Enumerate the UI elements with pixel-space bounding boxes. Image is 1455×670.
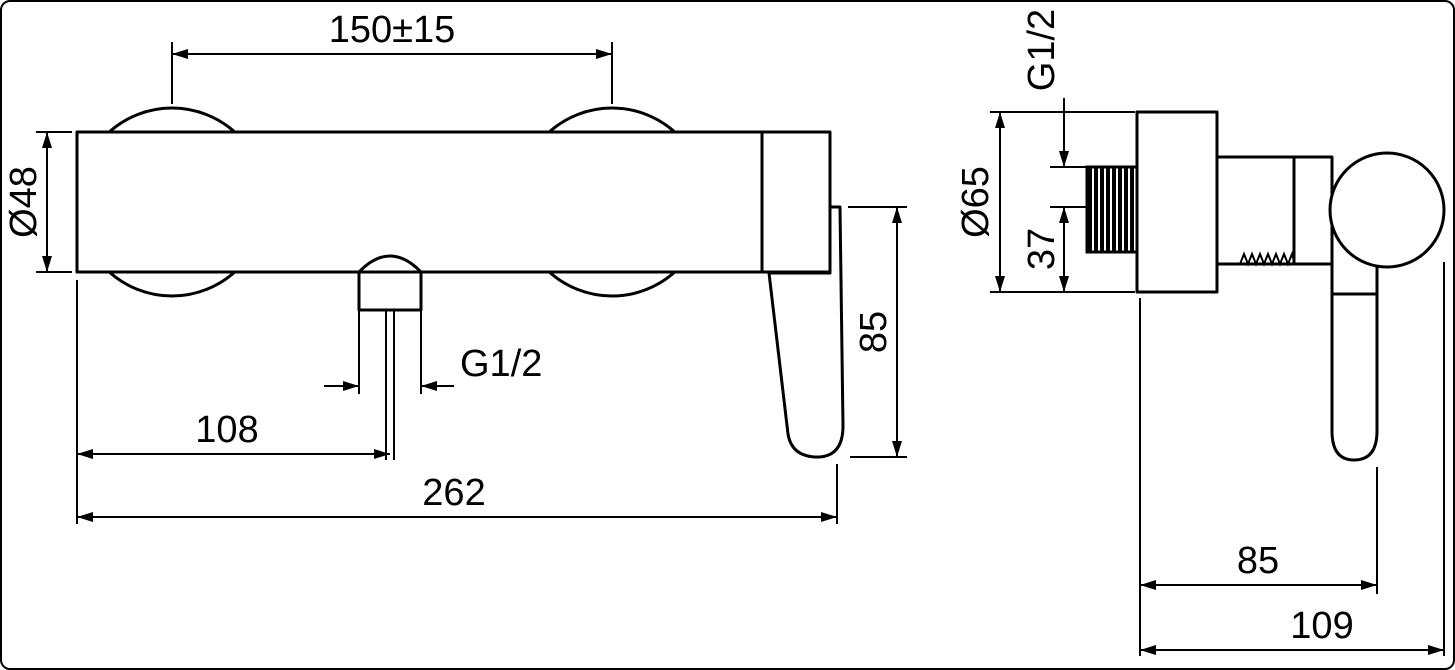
arrow-right-icon — [343, 381, 359, 391]
arrow-right-icon — [821, 512, 837, 522]
arrow-up-icon — [42, 132, 52, 148]
arrow-left-icon — [172, 49, 188, 59]
dim-label-inlet-thread: G1/2 — [460, 343, 542, 385]
handle-cap-circle — [1328, 151, 1446, 269]
dim-inlet-thread: G1/2 — [324, 310, 542, 394]
dim-inlet-position: 108 — [76, 280, 390, 524]
inlet-dome-arc — [357, 254, 423, 274]
arrow-down-icon — [892, 441, 902, 457]
inlet-nut — [357, 270, 423, 312]
dim-rosette-diameter: Ø65 — [955, 111, 1135, 293]
dim-wall-thread: G1/2 — [1021, 9, 1087, 168]
arrow-right-icon — [1361, 580, 1377, 590]
arrow-down-icon — [42, 256, 52, 272]
arrow-up-icon — [892, 207, 902, 223]
arrow-right-icon — [596, 49, 612, 59]
dim-label-center-distance: 150±15 — [329, 9, 456, 51]
front-view: 150±15 Ø48 G1/2 108 — [3, 9, 907, 524]
dim-label-depth-to-handle: 85 — [1237, 540, 1279, 582]
dim-label-total-width: 262 — [422, 472, 485, 514]
arrow-right-icon — [374, 449, 390, 459]
dim-label-thread-length: 37 — [1021, 228, 1063, 270]
mixer-body-side — [1215, 155, 1334, 266]
arrow-left-icon — [421, 381, 437, 391]
dim-center-distance: 150±15 — [171, 9, 613, 104]
dim-label-total-depth: 109 — [1290, 605, 1353, 647]
arrow-left-icon — [77, 449, 93, 459]
dim-depth-to-handle: 85 — [1139, 298, 1378, 656]
dim-handle-length: 85 — [848, 206, 907, 458]
arrow-left-icon — [1140, 580, 1156, 590]
arrow-down-icon — [1059, 276, 1069, 292]
dim-total-width: 262 — [77, 464, 838, 524]
dim-label-body-diameter: Ø48 — [3, 166, 45, 238]
arrow-up-icon — [1059, 207, 1069, 223]
dim-body-diameter: Ø48 — [3, 131, 72, 273]
arrow-down-icon — [995, 276, 1005, 292]
side-view: G1/2 Ø65 37 85 — [955, 9, 1446, 656]
dim-label-inlet-position: 108 — [195, 409, 258, 451]
arrow-right-icon — [1428, 645, 1444, 655]
arrow-left-icon — [1140, 645, 1156, 655]
wall-thread-block — [1085, 165, 1139, 254]
dim-label-handle-length: 85 — [853, 311, 895, 353]
dim-label-wall-thread: G1/2 — [1021, 9, 1063, 91]
dim-label-rosette-diameter: Ø65 — [955, 166, 997, 238]
arrow-left-icon — [77, 512, 93, 522]
outlet-serration — [1239, 250, 1296, 267]
rosette-side — [1135, 110, 1219, 294]
arrow-up-icon — [995, 112, 1005, 128]
mixer-body-outline — [75, 130, 832, 274]
dim-total-depth: 109 — [1140, 262, 1445, 656]
lever-handle-side — [1330, 208, 1379, 462]
lever-handle-front — [767, 205, 845, 459]
dim-thread-length: 37 — [1021, 206, 1087, 292]
arrow-down-icon — [1059, 151, 1069, 167]
